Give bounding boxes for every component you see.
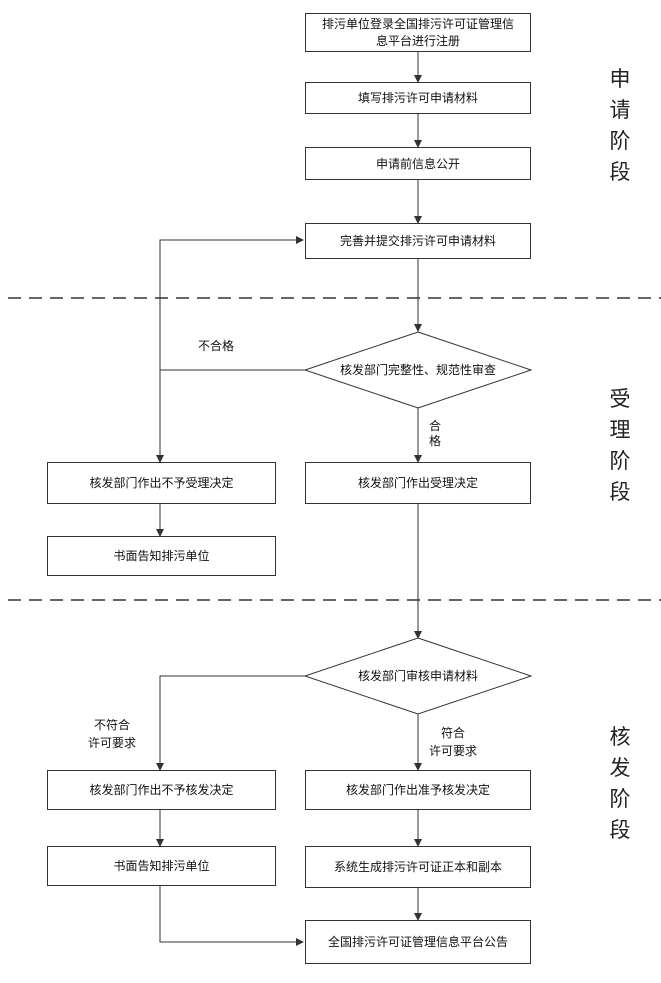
decision-check-text: 核发部门完整性、规范性审查 [339, 363, 496, 377]
node-accept: 核发部门作出受理决定 [305, 462, 531, 504]
phase-char: 阶 [609, 787, 631, 811]
arrow-review-reject [156, 675, 305, 771]
edge-label-fail: 不合格 [186, 339, 246, 354]
node-submit-text: 完善并提交排污许可申请材料 [339, 234, 496, 248]
node-approve: 核发部门作出准予核发决定 [305, 770, 531, 810]
phase-char: 核 [609, 725, 631, 749]
edge-label-noncompliant: 不符合 许可要求 [72, 718, 152, 751]
node-announce: 全国排污许可证管理信息平台公告 [305, 920, 531, 964]
node-reject-accept-text: 核发部门作出不予受理决定 [89, 476, 234, 490]
phase-char: 申 [609, 67, 631, 91]
edge-label-pass-line-1: 合 [428, 419, 441, 433]
node-notify-1-text: 书面告知排污单位 [113, 549, 210, 563]
node-reject-issue: 核发部门作出不予核发决定 [47, 770, 276, 810]
phase-char: 段 [609, 818, 631, 842]
phase-label-issue: 核 发 阶 段 [600, 722, 640, 846]
diamond-review [303, 637, 533, 715]
node-reject-issue-text: 核发部门作出不予核发决定 [89, 783, 234, 797]
arrow-fail-loop [159, 236, 305, 371]
decision-review-label: 核发部门审核申请材料 [320, 666, 516, 686]
node-generate-text: 系统生成排污许可证正本和副本 [333, 860, 502, 874]
phase-char: 段 [609, 160, 631, 184]
node-disclose: 申请前信息公开 [305, 147, 531, 180]
phase-label-accept: 受 理 阶 段 [600, 384, 640, 508]
node-generate: 系统生成排污许可证正本和副本 [305, 846, 531, 888]
edge-label-compliant-line-1: 符合 [440, 726, 465, 740]
node-fill-text: 填写排污许可申请材料 [357, 91, 478, 105]
node-fill: 填写排污许可申请材料 [305, 82, 531, 114]
phase-dividers [8, 297, 661, 601]
edge-label-pass-line-2: 格 [428, 434, 441, 448]
edge-label-compliant: 符合 许可要求 [418, 726, 488, 759]
arrows [156, 52, 422, 946]
decision-diamonds [303, 331, 533, 715]
node-accept-text: 核发部门作出受理决定 [357, 476, 478, 490]
phase-char: 受 [609, 387, 631, 411]
node-submit: 完善并提交排污许可申请材料 [305, 223, 531, 259]
phase-char: 段 [609, 480, 631, 504]
edge-label-compliant-line-2: 许可要求 [428, 744, 477, 758]
edge-label-noncompliant-line-2: 许可要求 [87, 736, 136, 750]
node-notify-2: 书面告知排污单位 [47, 846, 276, 886]
node-notify-1: 书面告知排污单位 [47, 536, 276, 576]
decision-review-text: 核发部门审核申请材料 [357, 669, 478, 683]
node-reject-accept: 核发部门作出不予受理决定 [47, 462, 276, 504]
edge-label-pass: 合 格 [425, 419, 445, 449]
diamond-check [303, 331, 533, 409]
node-register-line-2: 息平台进行注册 [375, 33, 460, 48]
phase-char: 阶 [609, 129, 631, 153]
phase-char: 阶 [609, 449, 631, 473]
node-announce-text: 全国排污许可证管理信息平台公告 [327, 935, 508, 949]
edge-label-fail-text: 不合格 [197, 339, 234, 353]
arrow-notify-announce [159, 886, 304, 946]
node-approve-text: 核发部门作出准予核发决定 [345, 783, 490, 797]
edge-label-noncompliant-line-1: 不符合 [93, 718, 130, 732]
phase-char: 发 [609, 756, 631, 780]
node-register: 排污单位登录全国排污许可证管理信 息平台进行注册 [305, 13, 531, 52]
phase-char: 理 [609, 418, 631, 442]
node-disclose-text: 申请前信息公开 [375, 156, 460, 171]
decision-check-label: 核发部门完整性、规范性审查 [320, 360, 516, 380]
node-notify-2-text: 书面告知排污单位 [113, 859, 210, 873]
node-register-line-1: 排污单位登录全国排污许可证管理信 [321, 16, 514, 31]
phase-char: 请 [609, 98, 631, 122]
phase-label-apply: 申 请 阶 段 [600, 64, 640, 188]
